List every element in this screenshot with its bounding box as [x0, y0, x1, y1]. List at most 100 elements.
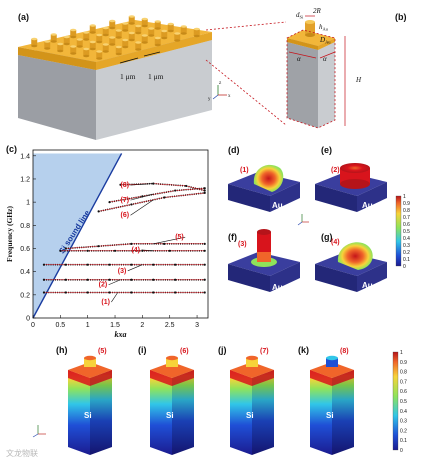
colorbar-tick-label: 0: [403, 264, 406, 270]
panel-b-label: (b): [395, 12, 407, 22]
mode-label-8: (8): [121, 182, 130, 189]
j-mode-label: (7): [260, 348, 269, 355]
band-2-point: [152, 278, 155, 281]
au-pillar-top: [50, 33, 57, 36]
label-alpha-1: α: [297, 55, 301, 63]
svg-text:hAu: hAu: [319, 23, 329, 32]
band-4-point: [86, 249, 89, 252]
au-pillar-top: [154, 20, 161, 23]
au-pillar: [180, 26, 187, 34]
x-tick-label: 1: [86, 322, 90, 329]
band-1-point: [174, 291, 177, 294]
au-pillar: [109, 21, 116, 28]
au-pillar: [50, 34, 57, 42]
axis-triad-dg: [297, 214, 309, 226]
band-4-point: [168, 249, 171, 252]
g-block-right: [357, 262, 387, 292]
panel-h-label: (h): [56, 345, 68, 355]
mode-leader-5: [153, 236, 186, 245]
au-pillar-top: [141, 34, 148, 37]
au-pillar: [115, 47, 122, 54]
colorbar-tick-label: 0.1: [400, 438, 407, 444]
colorbar-tick-label: 0.8: [400, 370, 407, 376]
i-pillar: [166, 358, 178, 367]
e-block-right: [357, 182, 387, 212]
mode-label-1: (1): [101, 299, 110, 306]
colorbar-tick-label: 0.3: [403, 243, 410, 249]
mode-label-4: (4): [131, 247, 140, 254]
band-trace-8: [120, 183, 205, 191]
f-pillar-top: [257, 229, 271, 235]
colorbar-tick-label: 0.3: [400, 419, 407, 425]
band-1-point: [42, 291, 46, 294]
e-mode-label: (2): [331, 167, 340, 174]
g-block-left: [315, 264, 357, 292]
colorbar-tick-label: 0.5: [403, 229, 410, 235]
au-pillar: [76, 39, 83, 47]
panel-b: (b) dSi 2R hAu DAu H α α: [286, 7, 407, 129]
au-pillar: [44, 41, 51, 49]
panel-a-label: (a): [18, 12, 29, 22]
substrate-left: [18, 55, 96, 140]
y-tick-label: 1.4: [20, 153, 30, 160]
e-block-left: [315, 184, 357, 212]
i-material-label: Si: [166, 411, 174, 420]
mode-leader-2: [108, 279, 121, 285]
au-pillar-top: [70, 45, 77, 48]
svg-text:DAu: DAu: [319, 36, 331, 45]
cell-dimensions: dSi 2R hAu DAu H α α: [296, 7, 362, 84]
band-4-point: [113, 249, 117, 252]
band-8-point: [203, 189, 206, 192]
watermark: 文龙物联: [6, 448, 38, 458]
band-1-point: [86, 291, 89, 294]
cell-right: [318, 42, 335, 128]
au-pillar-top: [154, 36, 161, 40]
au-pillar: [63, 37, 70, 44]
i-column-left: [150, 370, 172, 455]
mode-label-3: (3): [118, 268, 127, 275]
panel-i-label: (i): [138, 345, 147, 355]
panel-d: (d) (1) Au: [228, 145, 300, 212]
d-block-right: [270, 182, 300, 212]
colorbar-tick-label: 0.7: [400, 379, 407, 385]
y-tick-label: 0.6: [20, 246, 30, 253]
k-mode-label: (8): [340, 348, 349, 355]
band-3-point: [203, 263, 206, 266]
band-1-point: [64, 291, 67, 294]
cell-pillar-top: [305, 20, 315, 24]
band-1-point: [130, 291, 133, 294]
au-pillar: [89, 42, 96, 49]
dimension-label-2: 1 μm: [148, 72, 164, 81]
e-pillar-top: [340, 163, 370, 173]
band-5-point: [97, 245, 100, 248]
au-pillar: [167, 24, 174, 31]
g-material-label: Au: [362, 281, 373, 290]
au-pillar: [128, 33, 135, 40]
band-6-point: [97, 210, 100, 213]
label-alpha-2: α: [323, 55, 327, 63]
band-3-point: [174, 263, 177, 266]
band-2-point: [174, 278, 177, 281]
au-pillar-top: [96, 33, 103, 37]
d-material-label: Au: [272, 201, 283, 210]
colorbar-tick-label: 1: [400, 350, 403, 356]
mode-leader-6: [130, 199, 154, 216]
colorbar-tick-label: 0.4: [403, 236, 410, 242]
band-2-point: [86, 278, 89, 281]
x-tick-label: 1.5: [110, 322, 120, 329]
band-1-point: [108, 291, 111, 294]
cell-au-top: [287, 30, 335, 46]
au-pillar: [115, 30, 122, 38]
dimension-arrows: [119, 51, 161, 64]
y-tick-label: 1: [26, 200, 30, 207]
panel-c-label: (c): [6, 144, 17, 154]
au-pillar-top: [89, 40, 96, 44]
panel-k: (k)(8)Si: [298, 345, 354, 455]
colorbar-tick-label: 0.9: [403, 201, 410, 207]
band-7-point: [108, 201, 111, 204]
axis-triad-a: z x y: [208, 81, 231, 102]
x-tick-label: 0.5: [55, 322, 65, 329]
y-tick-label: 0.8: [20, 223, 30, 230]
